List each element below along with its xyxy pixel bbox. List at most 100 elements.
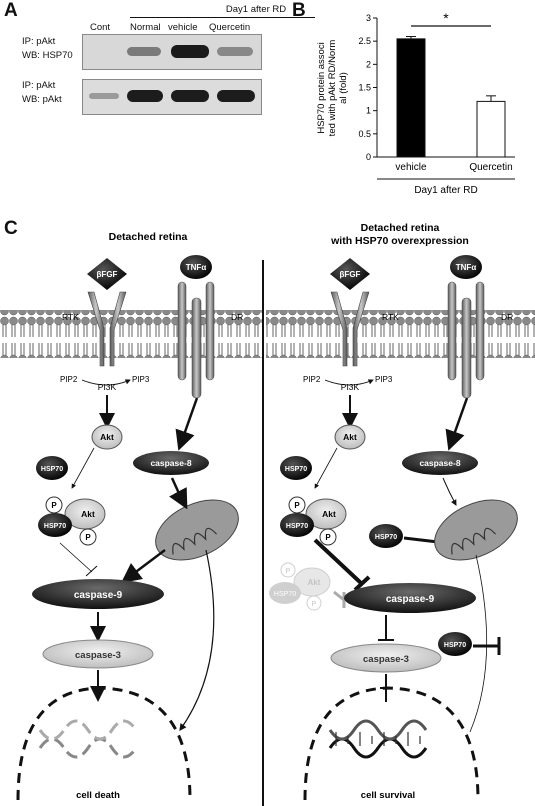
blot2 (82, 79, 262, 115)
hsp-akt-complex-left: Akt P P HSP70 (38, 496, 106, 546)
bar-quercetin (476, 100, 506, 158)
bfgf-ligand-right: βFGF (330, 258, 370, 290)
svg-text:caspase-3: caspase-3 (75, 650, 121, 661)
blot1-band-vehicle (171, 45, 209, 58)
hsp70-node-left: HSP70 (36, 456, 68, 480)
hsp70-node-right-mid: HSP70 (369, 524, 403, 548)
bar-vehicle (396, 38, 426, 158)
caspase8-node-left: caspase-8 (133, 451, 209, 475)
panel-c-letter: C (4, 218, 18, 239)
caspase3-node-right: caspase-3 (330, 643, 442, 673)
rtk-receptor-left (87, 291, 127, 367)
y-tick-label: 3 (366, 13, 371, 23)
hsp-akt-complex-right: Akt P P HSP70 (280, 496, 347, 546)
pip3-right: PIP3 (375, 375, 393, 384)
blot2-band-quercetin (217, 90, 255, 102)
svg-text:P: P (51, 501, 57, 510)
tnf-ligand-right: TNFα (450, 255, 482, 279)
right-pathway: βFGF RTK TNFα DR PIP2 PIP3 PI3K Akt HSP7… (269, 255, 518, 801)
bar-chart: HSP70 protein associted with pAkt RD/Nor… (316, 10, 515, 196)
svg-text:caspase-9: caspase-9 (74, 590, 123, 601)
day1-header: Day1 after RD (225, 4, 287, 15)
mitochondrion-right (434, 499, 518, 561)
dr-label-right: DR (501, 312, 513, 322)
caspase3-node-left: caspase-3 (42, 639, 154, 669)
y-tick-label: 2 (366, 59, 371, 69)
blot2-ip-label: IP: pAkt (22, 80, 56, 91)
svg-text:caspase-8: caspase-8 (150, 458, 191, 468)
svg-text:HSP70: HSP70 (41, 466, 63, 473)
svg-text:Akt: Akt (343, 432, 357, 442)
pathway-diagram: Detached retina Detached retina with HSP… (0, 222, 535, 806)
svg-text:HSP70: HSP70 (274, 591, 296, 598)
y-tick-label: 2.5 (358, 36, 371, 46)
svg-text:TNFα: TNFα (186, 263, 207, 272)
pip3-left: PIP3 (132, 375, 150, 384)
outcome-right: cell survival (361, 790, 415, 801)
blot2-band-vehicle (171, 90, 209, 102)
pip-arrow-left (81, 379, 131, 386)
bfgf-ligand-left: βFGF (87, 258, 127, 290)
y-axis-label-line: HSP70 protein associ (316, 42, 327, 133)
y-tick-label: 0.5 (358, 129, 371, 139)
pip2-left: PIP2 (60, 375, 78, 384)
svg-text:P: P (85, 533, 91, 542)
hsp70-node-right-low: HSP70 (438, 632, 472, 656)
svg-text:βFGF: βFGF (97, 270, 118, 279)
svg-text:caspase-9: caspase-9 (386, 594, 435, 605)
svg-text:caspase-8: caspase-8 (419, 458, 460, 468)
tnf-ligand-left: TNFα (180, 255, 212, 279)
svg-text:P: P (325, 533, 331, 542)
svg-text:Akt: Akt (308, 578, 321, 587)
rtk-label-left: RTK (62, 312, 79, 322)
svg-text:P: P (312, 601, 317, 608)
y-axis-label-line: al (fold) (338, 72, 349, 104)
svg-text:P: P (294, 501, 300, 510)
y-tick-label: 1.5 (358, 83, 371, 93)
left-pathway: βFGF RTK TNFα DR PIP2 PIP3 PI3K Akt (16, 255, 243, 801)
significance-star: * (443, 10, 449, 26)
svg-text:HSP70: HSP70 (44, 523, 66, 530)
faded-complex-right: Akt P P HSP70 (269, 562, 331, 611)
svg-text:Akt: Akt (100, 432, 114, 442)
dna-broken-left (38, 719, 138, 759)
svg-text:HSP70: HSP70 (444, 642, 466, 649)
membrane-left (0, 310, 262, 358)
group-line (130, 17, 315, 18)
svg-text:Akt: Akt (322, 509, 336, 519)
svg-text:caspase-3: caspase-3 (363, 654, 409, 665)
right-title-line2: with HSP70 overexpression (330, 235, 469, 247)
membrane-right (266, 310, 535, 358)
x-tick-label: Quercetin (469, 162, 512, 173)
blot1-wb-label: WB: HSP70 (22, 50, 73, 61)
death-receptor-left (177, 281, 215, 399)
blot1-band-normal (127, 47, 161, 56)
dna-intact-right (328, 719, 428, 759)
pi3k-right: PI3K (341, 382, 360, 392)
blot2-band-cont (89, 93, 119, 99)
pi3k-left: PI3K (98, 382, 117, 392)
caspase9-node-right: caspase-9 (344, 583, 476, 613)
y-axis-label: HSP70 protein associted with pAkt RD/Nor… (316, 40, 349, 137)
panel-a-letter: A (4, 0, 18, 21)
hsp70-node-right-top: HSP70 (280, 456, 312, 480)
blot2-band-normal (127, 90, 163, 102)
lane-cont: Cont (90, 22, 111, 33)
dr-label-left: DR (231, 312, 243, 322)
svg-text:βFGF: βFGF (340, 270, 361, 279)
left-title: Detached retina (109, 231, 188, 243)
akt-node-right: Akt (334, 424, 366, 450)
nucleus-left (16, 686, 192, 801)
lane-normal: Normal (130, 22, 161, 33)
svg-text:HSP70: HSP70 (286, 523, 308, 530)
right-title-line1: Detached retina (361, 222, 440, 234)
outcome-left: cell death (76, 790, 120, 801)
nucleus-right (303, 686, 480, 801)
mitochondrion-left (155, 499, 239, 561)
rtk-receptor-right (330, 291, 370, 367)
svg-text:HSP70: HSP70 (285, 466, 307, 473)
svg-text:P: P (286, 568, 291, 575)
lane-vehicle: vehicle (168, 22, 198, 33)
lane-quercetin: Quercetin (209, 22, 251, 33)
rtk-label-right: RTK (382, 312, 399, 322)
